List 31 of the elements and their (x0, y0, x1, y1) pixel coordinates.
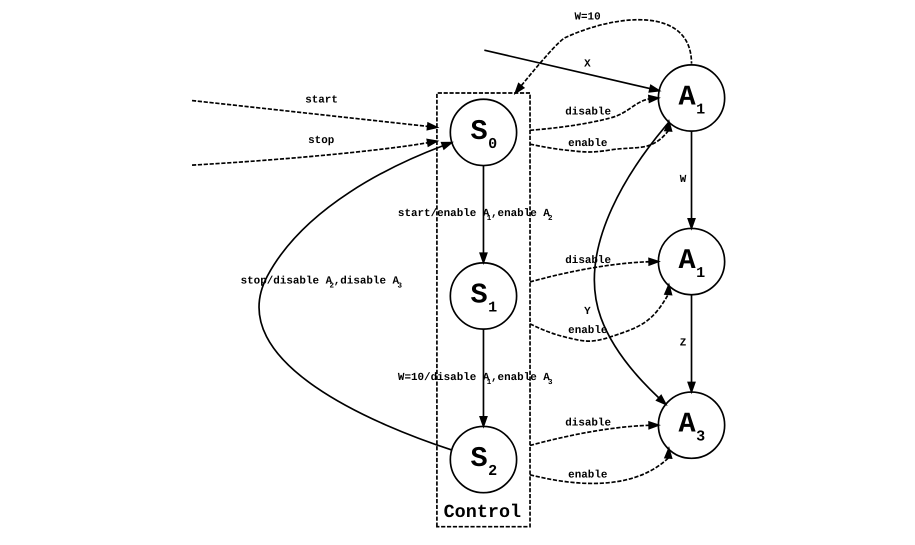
arrow (686, 294, 696, 394)
node-circle: S$_{0}$ (449, 98, 517, 166)
edge-label: Z (679, 337, 686, 350)
edge-label: enable (568, 325, 607, 338)
node-circle: S$_{1}$ (449, 262, 517, 330)
arrow (529, 118, 672, 153)
arrow (593, 122, 669, 406)
arrow (529, 282, 672, 342)
arrow (191, 100, 439, 131)
edge-label: enable (568, 138, 607, 150)
edge-label: disable (564, 418, 611, 430)
arrow (478, 166, 488, 266)
arrow (484, 49, 662, 93)
edge-label: W=10 (574, 11, 600, 24)
edge-label: stop (308, 134, 334, 147)
edge-label: start (304, 94, 338, 107)
edge-label: Y (584, 306, 590, 318)
arrow (478, 329, 488, 429)
edge-label: disable (564, 106, 611, 118)
edge-label: enable (568, 470, 607, 482)
arrow (686, 131, 696, 231)
arrow (529, 257, 660, 283)
arrow (529, 420, 660, 446)
arrow (529, 446, 672, 484)
node-circle: S$_{2}$ (449, 426, 517, 494)
edge-label: X (584, 58, 590, 70)
arrow (192, 138, 439, 166)
edge-label: W (679, 174, 686, 186)
arrow (529, 94, 660, 132)
arrow (258, 142, 454, 451)
arrow (513, 18, 692, 95)
